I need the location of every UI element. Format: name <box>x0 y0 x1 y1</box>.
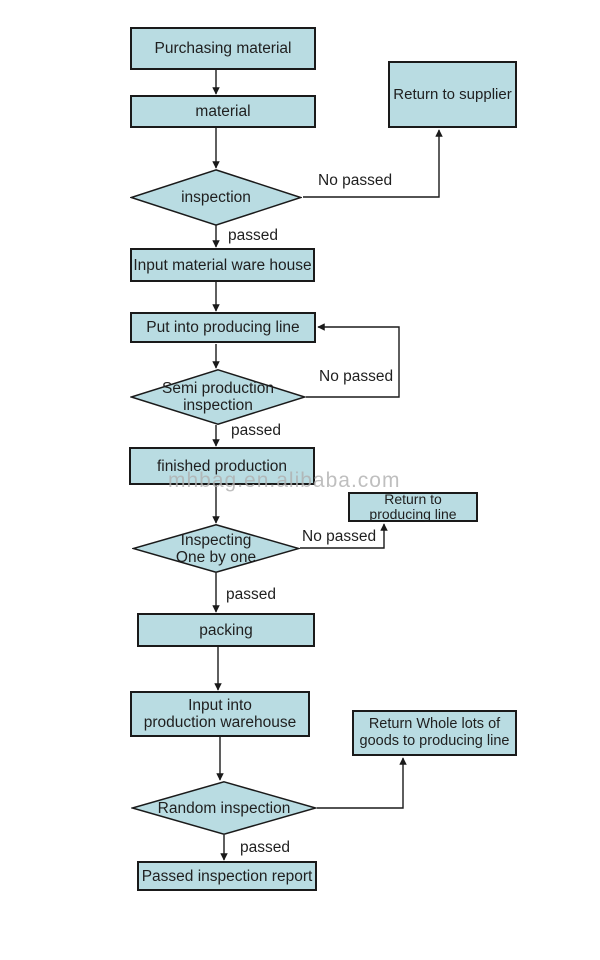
edge-label-passed-3: passed <box>226 586 276 603</box>
edge-label-passed-4: passed <box>240 839 290 856</box>
node-purchasing-material: Purchasing material <box>130 27 316 70</box>
arrow-inspection-to-return-supplier <box>303 129 443 198</box>
edge-label-no-passed-2: No passed <box>319 368 394 385</box>
node-label-line1: Return to <box>384 491 442 507</box>
node-label: packing <box>199 621 253 639</box>
node-input-material-ware-house: Input material ware house <box>130 248 315 282</box>
diamond-shape <box>131 781 317 835</box>
node-put-into-producing-line: Put into producing line <box>130 312 316 343</box>
node-label: Input material ware house <box>133 256 312 274</box>
node-label-line1: Return Whole lots of <box>368 716 501 732</box>
node-material: material <box>130 95 316 128</box>
watermark-text: mhbag.en.alibaba.com <box>168 469 401 492</box>
node-return-whole-lots: Return Whole lots of goods to producing … <box>352 710 517 756</box>
node-label-line1: Inspecting <box>180 531 252 549</box>
node-label-line2: goods to producing line <box>359 733 510 749</box>
node-label: Put into producing line <box>146 319 300 336</box>
node-packing: packing <box>137 613 315 647</box>
node-return-to-supplier: Return to supplier <box>388 61 517 128</box>
node-label-line1: Input into <box>188 697 252 714</box>
node-label: Passed inspection report <box>141 867 313 885</box>
edge-label-no-passed-1: No passed <box>318 172 393 189</box>
node-label-line2: producing line <box>369 506 457 522</box>
node-label: finished production <box>156 457 288 475</box>
node-label: Return to supplier <box>393 86 512 103</box>
arrow-semi-inspection-loop-back <box>306 323 400 398</box>
node-return-to-producing-line: Return to producing line <box>348 492 478 522</box>
diamond-shape <box>130 369 306 425</box>
node-finished-production: finished production <box>129 447 315 485</box>
edge-label-passed-2: passed <box>231 422 281 439</box>
node-label-line2: production warehouse <box>143 714 297 731</box>
node-label-line2: One by one <box>175 548 257 566</box>
node-label: inspection <box>181 189 251 206</box>
edge-label-no-passed-3: No passed <box>302 528 377 545</box>
node-input-into-production-warehouse: Input into production warehouse <box>130 691 310 737</box>
node-label: Random inspection <box>157 799 291 817</box>
node-inspecting-one-by-one-diamond: Inspecting One by one <box>132 524 300 573</box>
node-label-line2: inspection <box>183 397 253 414</box>
node-label: Purchasing material <box>154 40 292 57</box>
arrow-inspecting-to-return-producing <box>300 523 388 549</box>
diamond-shape <box>132 524 300 573</box>
node-inspection-diamond: inspection <box>130 169 302 226</box>
node-semi-production-inspection-diamond: Semi production inspection <box>130 369 306 425</box>
arrow-random-to-return-whole-lots <box>317 757 407 809</box>
diamond-shape <box>130 169 302 226</box>
node-label: material <box>195 103 251 120</box>
node-random-inspection-diamond: Random inspection <box>131 781 317 835</box>
node-passed-inspection-report: Passed inspection report <box>137 861 317 891</box>
node-label-line1: Semi production <box>161 380 274 397</box>
edge-label-passed-1: passed <box>228 227 278 244</box>
